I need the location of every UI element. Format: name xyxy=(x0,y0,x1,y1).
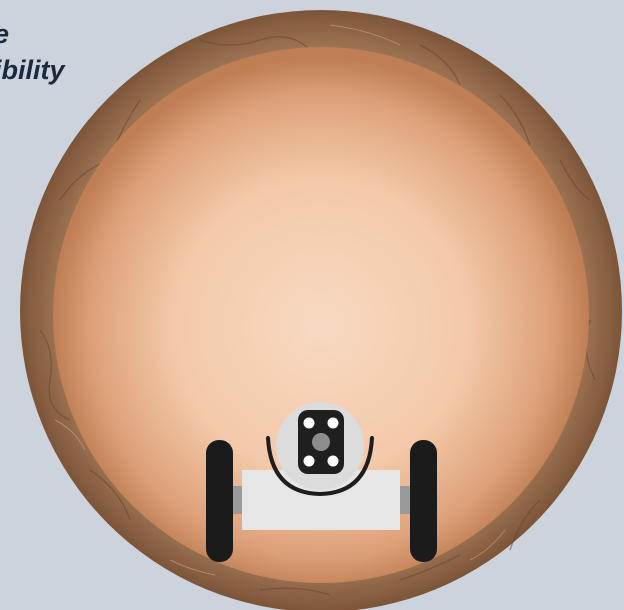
headline-line-1: e xyxy=(0,16,65,52)
headline-fragment: e ibility xyxy=(0,16,65,88)
robot-eye-bottom-right xyxy=(328,456,339,467)
robot-wheel-left xyxy=(206,440,233,562)
robot-eye-bottom-left xyxy=(304,456,315,467)
robot-wheel-right xyxy=(410,440,437,562)
headline-line-2: ibility xyxy=(0,52,65,88)
robot-eye-top-left xyxy=(304,418,315,429)
robot-eye-top-right xyxy=(328,418,339,429)
robot-sensor xyxy=(312,433,330,451)
